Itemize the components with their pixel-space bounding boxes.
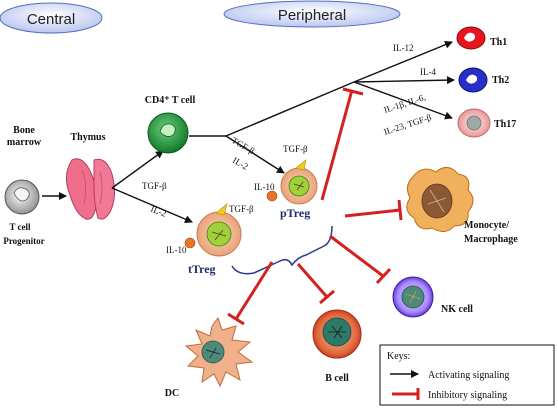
ptreg-cell-icon: [280, 159, 318, 205]
monocyte-label-2: Macrophage: [464, 234, 518, 245]
thymus-icon: [66, 158, 116, 220]
label-il4: IL-4: [420, 67, 436, 77]
il10-dot-ptreg: [266, 190, 278, 202]
legend-inhibitory-label: Inhibitory signaling: [428, 390, 507, 401]
arrow-to-th17: [353, 81, 453, 120]
b-cell-label: B cell: [325, 373, 349, 384]
arrow-cd4-ptreg: [225, 135, 285, 174]
label-il2-thymus: IL-2: [149, 204, 168, 219]
label-tgfb-ptreg: TGF-β: [283, 144, 308, 154]
th1-label: Th1: [490, 37, 507, 48]
label-tgfb-thymus: TGF-β: [142, 181, 167, 191]
legend-activating-label: Activating signaling: [428, 370, 509, 381]
nk-cell-icon: [392, 276, 434, 318]
ptreg-label: pTreg: [280, 206, 310, 220]
t-cell-label: T cell: [9, 222, 31, 232]
label-tgfb-cd4: TGF-β: [230, 135, 257, 156]
arrow-thymus-ttreg: [111, 187, 193, 223]
treg-bracket: [231, 225, 333, 275]
progenitor-label: Progenitor: [3, 236, 44, 246]
nk-cell-label: NK cell: [441, 304, 473, 315]
monocyte-macrophage-icon: [406, 167, 474, 232]
legend-title: Keys:: [387, 351, 410, 362]
arrow-thymus-cd4: [111, 150, 164, 189]
line-branch-hub: [225, 81, 355, 137]
bone-marrow-label-2: marrow: [7, 137, 42, 148]
label-il10-ptreg: IL-10: [254, 182, 275, 192]
dc-cell-icon: [184, 316, 254, 388]
label-th17-cytokines-2: IL-23, TGF-β: [383, 112, 433, 137]
central-header-pill: [0, 2, 103, 34]
th2-label: Th2: [492, 75, 509, 86]
label-tgfb-ttreg: TGF-β: [229, 204, 254, 214]
ttreg-cell-icon: [196, 203, 242, 257]
th17-label: Th17: [494, 119, 516, 130]
th2-cell-icon: [458, 67, 488, 93]
th17-cell-icon: [457, 108, 491, 138]
peripheral-header-pill: [223, 0, 401, 28]
monocyte-label-1: Monocyte/: [464, 220, 509, 231]
bone-marrow-label-1: Bone: [13, 125, 35, 136]
thymus-label: Thymus: [70, 132, 105, 143]
th1-cell-icon: [456, 26, 486, 50]
cd4-tcell-icon: [147, 112, 189, 154]
inhibitory-lines: [227, 87, 403, 326]
label-il12: IL-12: [393, 43, 414, 53]
dc-label: DC: [165, 388, 179, 399]
il10-dot-ttreg: [184, 237, 196, 249]
progenitor-cell-icon: [4, 179, 40, 215]
ttreg-label: tTreg: [188, 262, 216, 276]
cd4-tcell-label: CD4⁺ T cell: [145, 95, 196, 106]
arrow-to-th1: [353, 40, 453, 83]
arrow-to-th2: [353, 76, 455, 85]
label-il2-cd4: IL-2: [231, 155, 250, 172]
label-il10-ttreg: IL-10: [166, 245, 187, 255]
central-header: Central: [27, 11, 75, 28]
peripheral-header: Peripheral: [278, 7, 346, 24]
legend: Keys: Activating signaling Inhibitory si…: [379, 344, 555, 406]
b-cell-icon: [312, 309, 362, 359]
